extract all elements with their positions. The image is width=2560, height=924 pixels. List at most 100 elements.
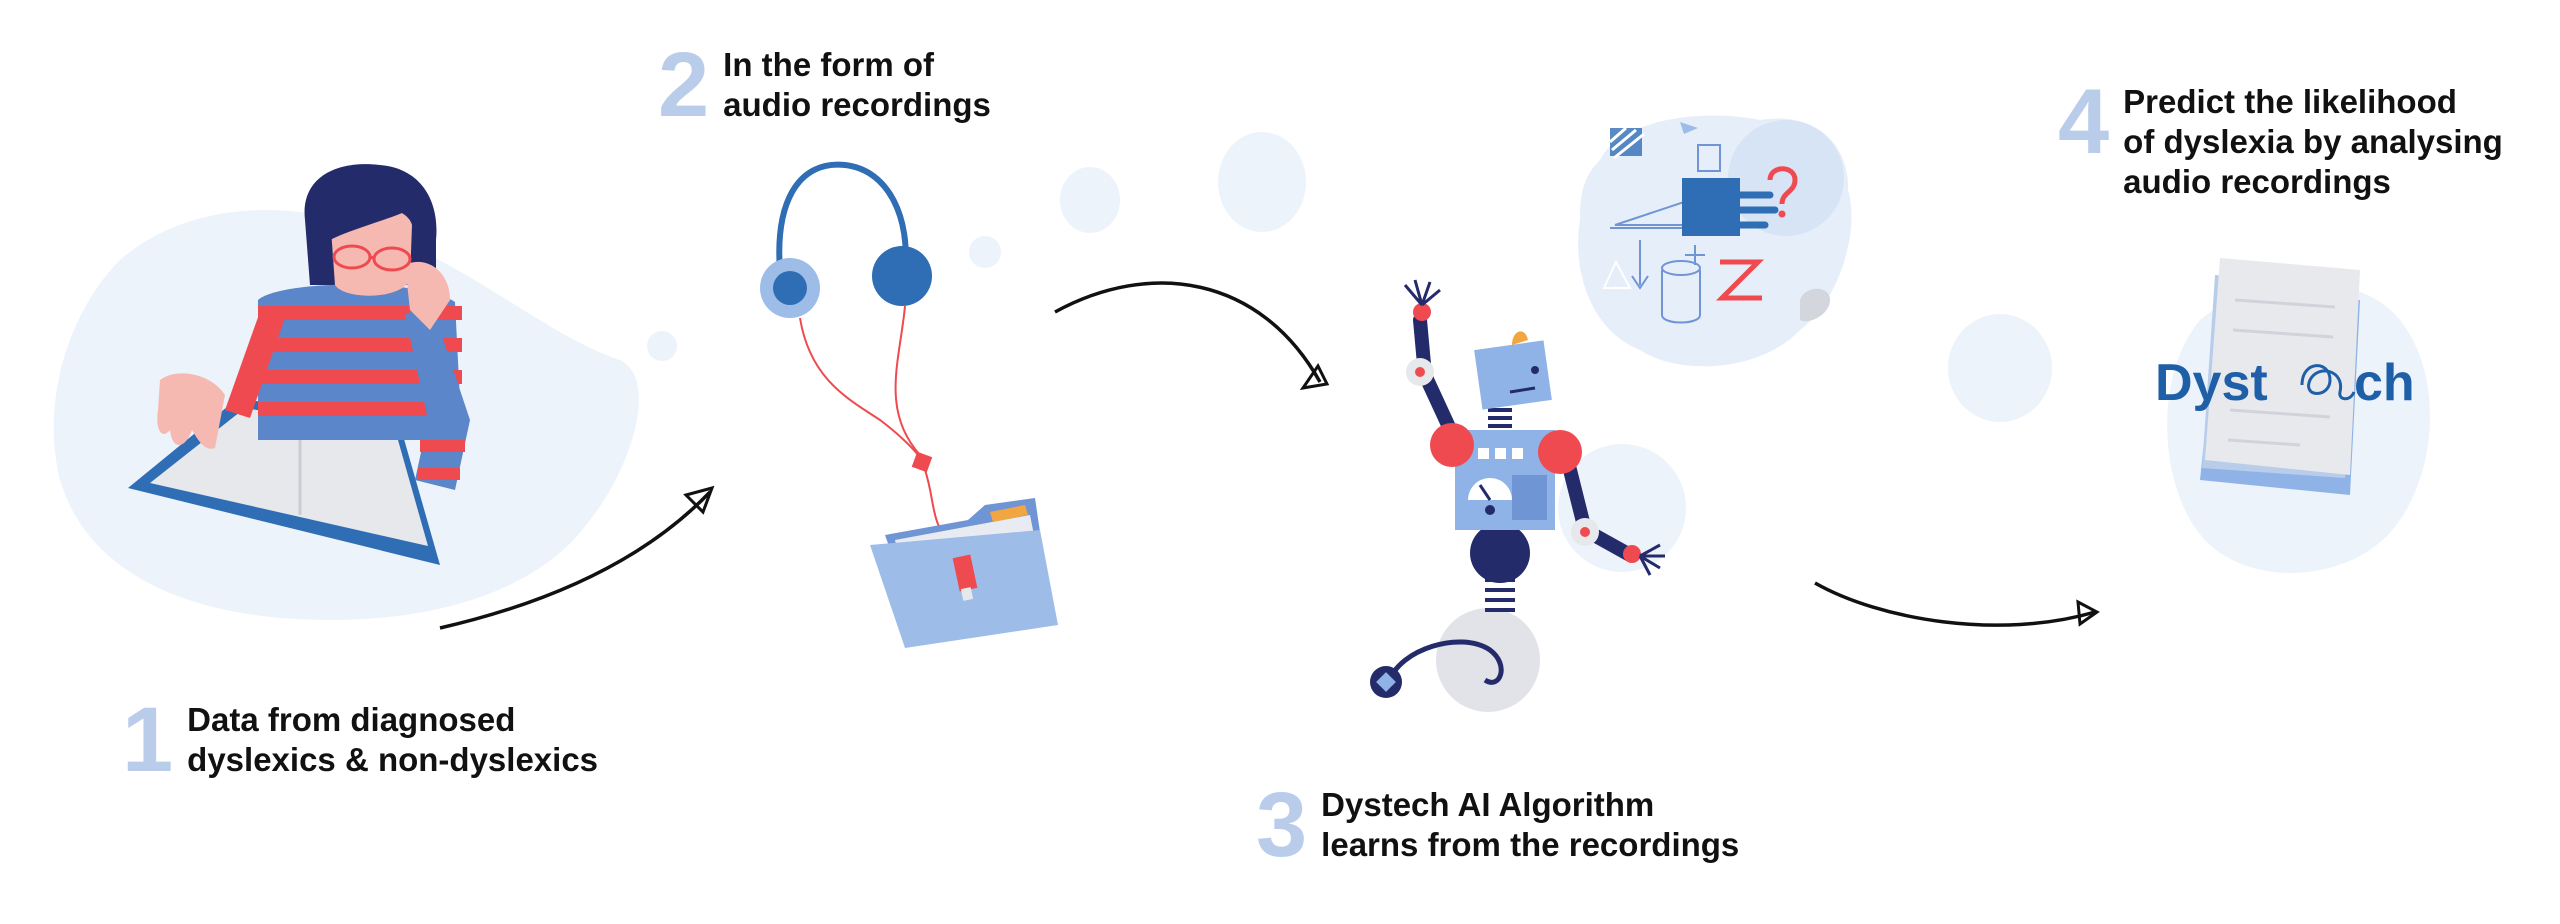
- robot-neck: [1488, 408, 1512, 428]
- step-3-description: Dystech AI Algorithm learns from the rec…: [1321, 785, 1739, 865]
- question-mark-icon: [1767, 166, 1798, 205]
- robot-mouth: [1509, 386, 1536, 394]
- step-1-description: Data from diagnosed dyslexics & non-dysl…: [187, 700, 598, 780]
- step-2-line-2: audio recordings: [723, 86, 991, 123]
- robot-left-hand: [1403, 279, 1441, 307]
- cylinder-sketch: [1661, 270, 1701, 324]
- robot-hand-sketch: [1682, 178, 1740, 236]
- robot-tail-gem: [1376, 672, 1396, 692]
- robot-pelvis: [1470, 523, 1530, 583]
- robot-wheel: [1436, 608, 1540, 712]
- folder-icon: [870, 498, 1058, 648]
- letter-z-icon: [1715, 259, 1765, 301]
- step-4-line-3: audio recordings: [2123, 163, 2391, 200]
- robot-torso-panel: [1512, 475, 1547, 520]
- bubble-c: [1060, 167, 1120, 233]
- robot-shoulder-left: [1430, 423, 1474, 467]
- headband: [776, 161, 909, 291]
- step-3-number: 3: [1256, 774, 1308, 876]
- arrow-3-to-4-head: [2076, 599, 2100, 627]
- step-4: 4 Predict the likelihood of dyslexia by …: [2058, 71, 2503, 202]
- bubble-b: [969, 236, 1001, 268]
- robot-left-elbow-dot: [1415, 367, 1425, 377]
- right-arm-stripes: [418, 440, 465, 480]
- step-4-line-1: Predict the likelihood: [2123, 83, 2457, 120]
- glasses-icon: [332, 244, 412, 272]
- raised-hand: [405, 261, 450, 330]
- step-2-number: 2: [658, 34, 710, 136]
- arrow-1-to-2: [439, 490, 712, 630]
- step-1-line-2: dyslexics & non-dyslexics: [187, 741, 599, 778]
- document-lines: [2227, 298, 2336, 447]
- robot-right-wrist: [1623, 545, 1641, 563]
- hatched-square-icon: [1610, 128, 1642, 156]
- robot-finger-sketch: [1736, 191, 1779, 229]
- robot-eye: [1531, 366, 1539, 374]
- ear-cup-left: [773, 271, 807, 305]
- question-dot: [1778, 210, 1786, 218]
- usb-tip: [960, 587, 974, 601]
- logo-swirl-icon: [2300, 364, 2356, 401]
- robot-right-hand: [1638, 543, 1665, 576]
- cylinder-top: [1661, 260, 1701, 276]
- robot-head: [1474, 340, 1552, 410]
- hair-front: [310, 169, 425, 250]
- left-hand: [157, 373, 225, 449]
- step-3-line-2: learns from the recordings: [1321, 826, 1740, 863]
- folder-tab: [990, 505, 1028, 522]
- left-arm: [225, 306, 285, 418]
- step-2-line-1: In the form of: [723, 46, 934, 83]
- robot-gauge: [1468, 478, 1512, 500]
- step-4-description: Predict the likelihood of dyslexia by an…: [2123, 82, 2503, 202]
- arrow-2-to-3-head: [1299, 363, 1330, 391]
- step-1-number: 1: [122, 689, 174, 791]
- bubble-e: [1948, 314, 2052, 422]
- bubble-d: [1218, 132, 1306, 232]
- flow-arrows: [439, 281, 2100, 630]
- robot-chest-lights: [1478, 448, 1523, 459]
- arrow-2-to-3: [1054, 281, 1322, 383]
- cube-sketch: [1697, 144, 1721, 172]
- robot-right-elbow-dot: [1580, 527, 1590, 537]
- step-3: 3 Dystech AI Algorithm learns from the r…: [1256, 774, 1739, 876]
- step-2: 2 In the form of audio recordings: [658, 34, 991, 136]
- leaf-sketch: [1800, 288, 1830, 322]
- cable-left: [799, 317, 923, 461]
- triangle-sketch: [1602, 259, 1632, 289]
- step-4-number: 4: [2058, 71, 2110, 173]
- thought-cloud-highlight: [1728, 120, 1844, 236]
- logo-text-left: Dyst: [2155, 354, 2268, 412]
- plus-sketch: [1685, 245, 1705, 265]
- logo-text-right: ch: [2354, 354, 2415, 412]
- cable-splitter: [911, 451, 933, 473]
- robot-left-wrist: [1413, 303, 1431, 321]
- step-1-line-1: Data from diagnosed: [187, 701, 516, 738]
- step-3-line-1: Dystech AI Algorithm: [1321, 786, 1655, 823]
- step-1: 1 Data from diagnosed dyslexics & non-dy…: [122, 689, 598, 791]
- step-4-line-2: of dyslexia by analysing: [2123, 123, 2503, 160]
- robot-shoulder-right: [1538, 430, 1582, 474]
- document-stack-icon: [2200, 258, 2360, 495]
- dystech-logo: Dyst ch: [2155, 354, 2415, 412]
- book-pages: [150, 408, 428, 546]
- arrow-1-to-2-head: [683, 485, 715, 515]
- robot-neck-spring: [1485, 578, 1515, 612]
- headphones-icon: [760, 161, 963, 569]
- usb-plug: [952, 554, 978, 592]
- robot-gauge-needle: [1478, 484, 1492, 501]
- arrow-3-to-4: [1814, 581, 2096, 627]
- step-2-description: In the form of audio recordings: [723, 45, 991, 125]
- robot-antenna: [1512, 331, 1528, 345]
- paper-plane-icon: [1680, 122, 1698, 134]
- robot-illustration: [1370, 279, 1665, 712]
- robot-gauge-dot: [1485, 505, 1495, 515]
- thought-cloud-sketches: [1602, 122, 1830, 324]
- cable-right: [894, 305, 921, 456]
- document-front: [2205, 258, 2360, 475]
- robot-tail: [1387, 639, 1504, 685]
- ear-cup-right: [872, 246, 932, 306]
- down-arrow-sketch: [1631, 240, 1649, 290]
- student-illustration: [128, 164, 470, 565]
